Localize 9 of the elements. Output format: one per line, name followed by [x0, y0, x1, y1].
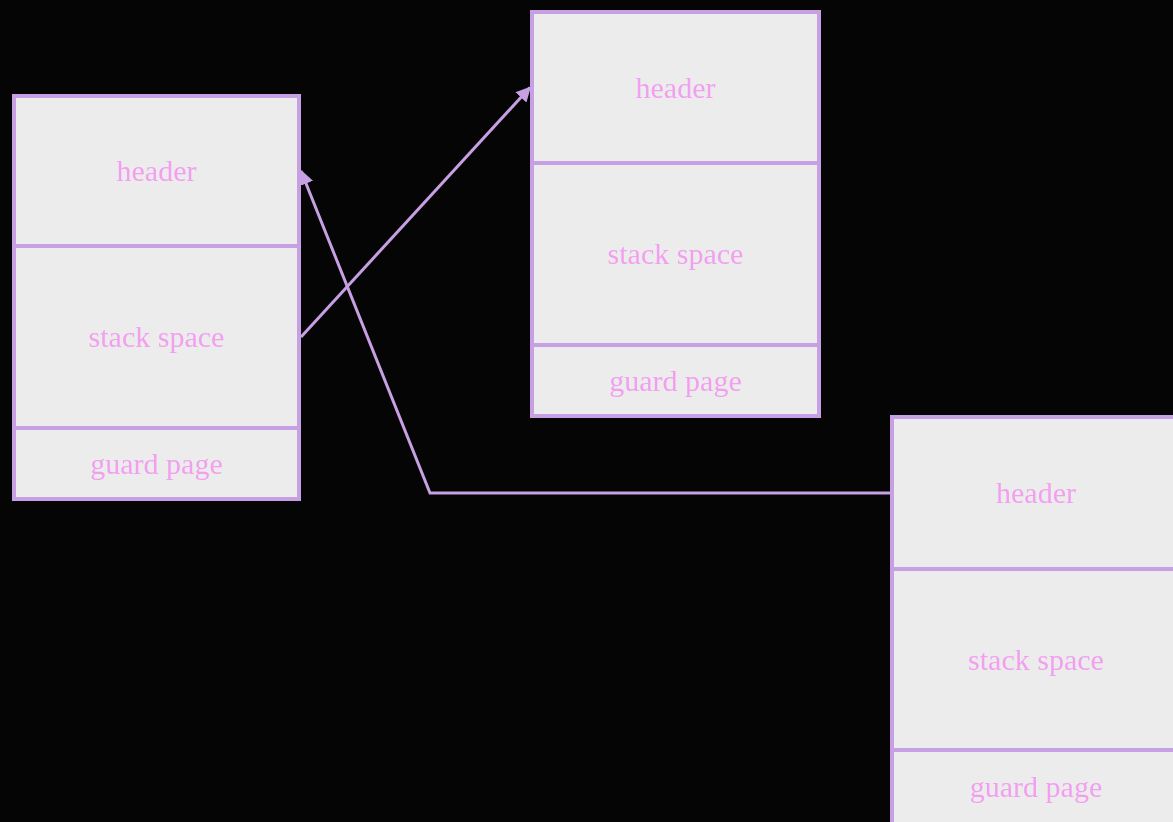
section-label: guard page	[609, 365, 742, 396]
section-label: guard page	[969, 772, 1103, 802]
section-label: header	[996, 478, 1076, 508]
section-label: header	[635, 72, 716, 103]
section-label: stack space	[607, 239, 744, 269]
section-label: stack space	[968, 644, 1104, 675]
section-label: stack space	[88, 322, 225, 352]
section-label: header	[116, 156, 197, 186]
section-label: guard page	[90, 448, 223, 479]
